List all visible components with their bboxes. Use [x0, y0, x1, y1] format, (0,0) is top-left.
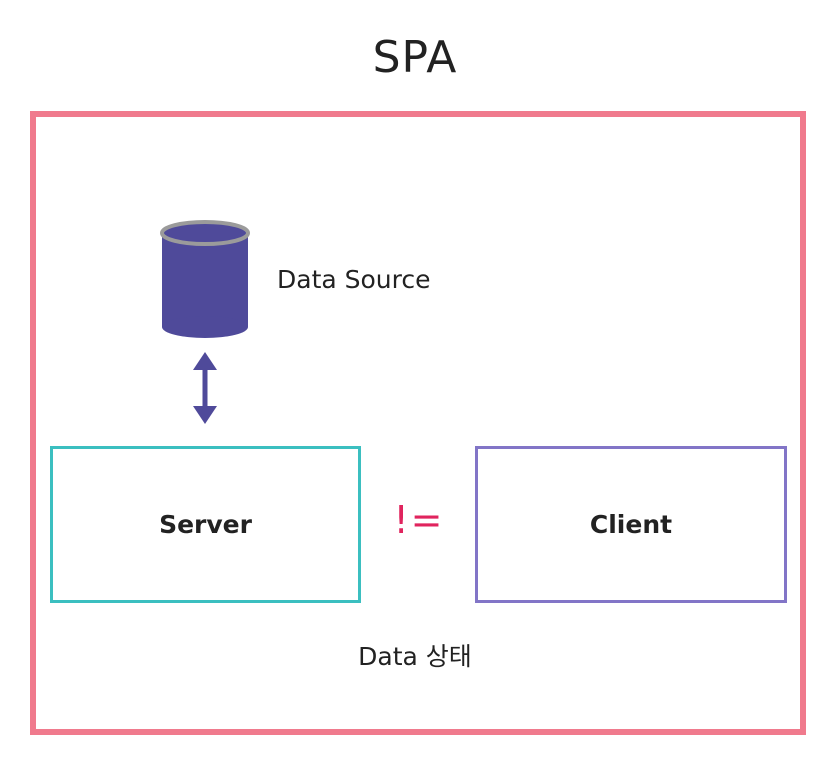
data-source-label: Data Source	[277, 265, 431, 294]
server-label: Server	[159, 510, 252, 539]
client-box: Client	[475, 446, 787, 603]
client-label: Client	[589, 510, 673, 539]
not-equal-operator: !=	[393, 498, 445, 542]
database-icon	[160, 220, 250, 338]
server-box: Server	[50, 446, 361, 603]
double-arrow-vertical-icon	[193, 352, 217, 424]
data-state-caption: Data 상태	[358, 642, 472, 671]
spa-frame	[30, 111, 806, 735]
diagram-title: SPA	[372, 32, 458, 83]
